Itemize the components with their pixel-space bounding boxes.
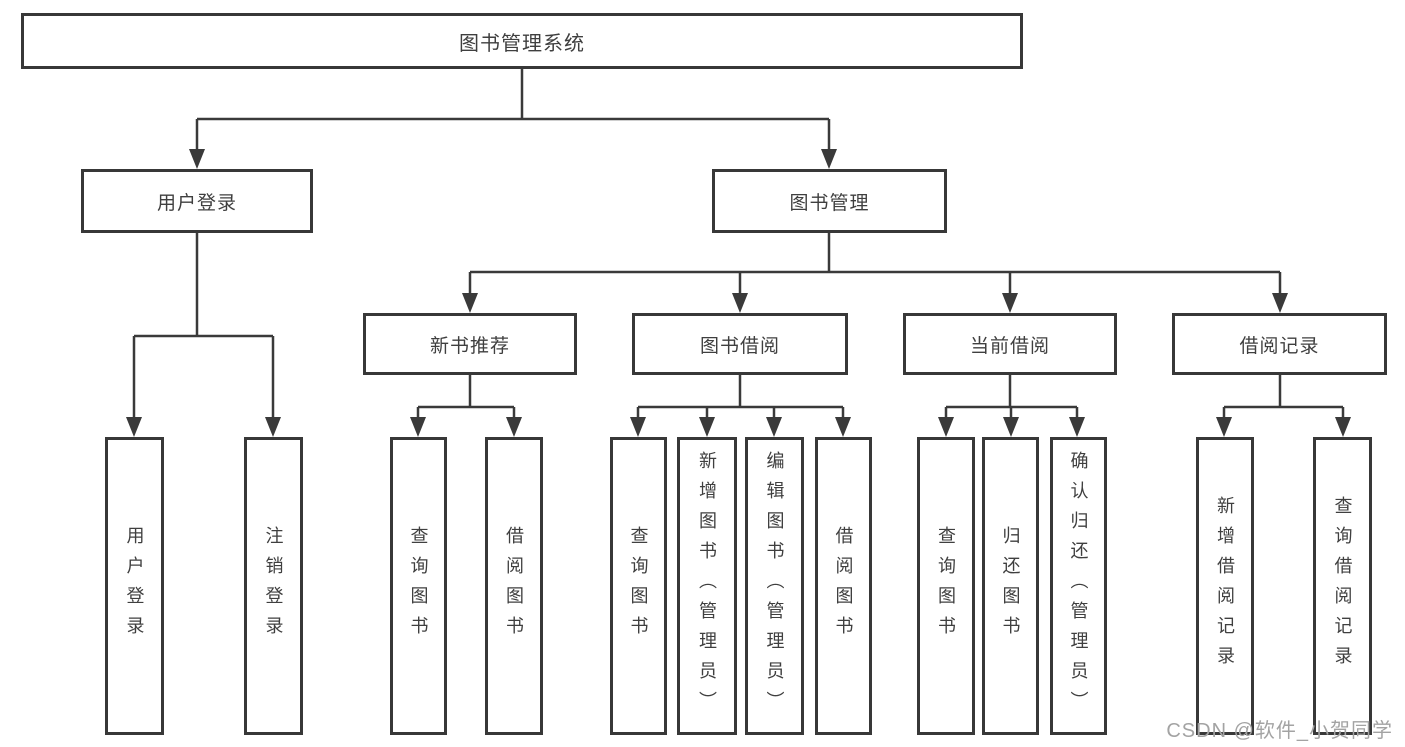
- leaf-borrow-books-label: 借阅图书: [833, 526, 854, 646]
- leaf-user-login: 用户登录: [105, 437, 164, 735]
- arrowheads: [126, 149, 1351, 437]
- node-root-label: 图书管理系统: [459, 32, 585, 55]
- node-user-login-label: 用户登录: [156, 192, 237, 214]
- node-current-borrowing-label: 当前借阅: [969, 335, 1050, 357]
- node-book-borrowing-label: 图书借阅: [699, 335, 780, 357]
- leaf-query-books-current: 查询图书: [917, 437, 975, 735]
- leaf-borrow-books-recommend: 借阅图书: [485, 437, 543, 735]
- leaf-return-books: 归还图书: [982, 437, 1039, 735]
- leaf-return-books-label: 归还图书: [1000, 526, 1021, 646]
- node-borrow-records: 借阅记录: [1172, 313, 1387, 375]
- leaf-add-books-admin: 新增图书（管理员）: [677, 437, 737, 735]
- leaf-query-books-borrowing-label: 查询图书: [628, 526, 649, 646]
- leaf-add-books-admin-label: 新增图书（管理员）: [697, 451, 717, 721]
- leaf-user-login-label: 用户登录: [124, 526, 145, 646]
- leaf-add-borrow-record-label: 新增借阅记录: [1215, 496, 1235, 676]
- node-current-borrowing: 当前借阅: [903, 313, 1117, 375]
- leaf-query-books-recommend: 查询图书: [390, 437, 447, 735]
- leaf-borrow-books-recommend-label: 借阅图书: [504, 526, 524, 646]
- leaf-query-borrow-record: 查询借阅记录: [1313, 437, 1372, 735]
- node-book-management-label: 图书管理: [789, 192, 870, 214]
- leaf-query-books-recommend-label: 查询图书: [408, 526, 429, 646]
- node-new-book-recommend-label: 新书推荐: [429, 335, 510, 357]
- leaf-borrow-books: 借阅图书: [815, 437, 872, 735]
- leaf-edit-books-admin-label: 编辑图书（管理员）: [764, 451, 785, 721]
- leaf-edit-books-admin: 编辑图书（管理员）: [745, 437, 804, 735]
- leaf-query-books-current-label: 查询图书: [936, 526, 956, 646]
- leaf-confirm-return-admin: 确认归还（管理员）: [1050, 437, 1107, 735]
- csdn-watermark: CSDN @软件_小贺同学: [1166, 720, 1393, 742]
- node-book-management: 图书管理: [712, 169, 947, 233]
- leaf-add-borrow-record: 新增借阅记录: [1196, 437, 1254, 735]
- node-new-book-recommend: 新书推荐: [363, 313, 577, 375]
- leaf-logout-label: 注销登录: [263, 526, 284, 646]
- node-book-borrowing: 图书借阅: [632, 313, 848, 375]
- node-user-login: 用户登录: [81, 169, 313, 233]
- leaf-confirm-return-admin-label: 确认归还（管理员）: [1068, 451, 1089, 721]
- node-root: 图书管理系统: [21, 13, 1023, 69]
- leaf-query-books-borrowing: 查询图书: [610, 437, 667, 735]
- node-borrow-records-label: 借阅记录: [1239, 335, 1320, 357]
- leaf-query-borrow-record-label: 查询借阅记录: [1332, 496, 1353, 676]
- leaf-logout: 注销登录: [244, 437, 303, 735]
